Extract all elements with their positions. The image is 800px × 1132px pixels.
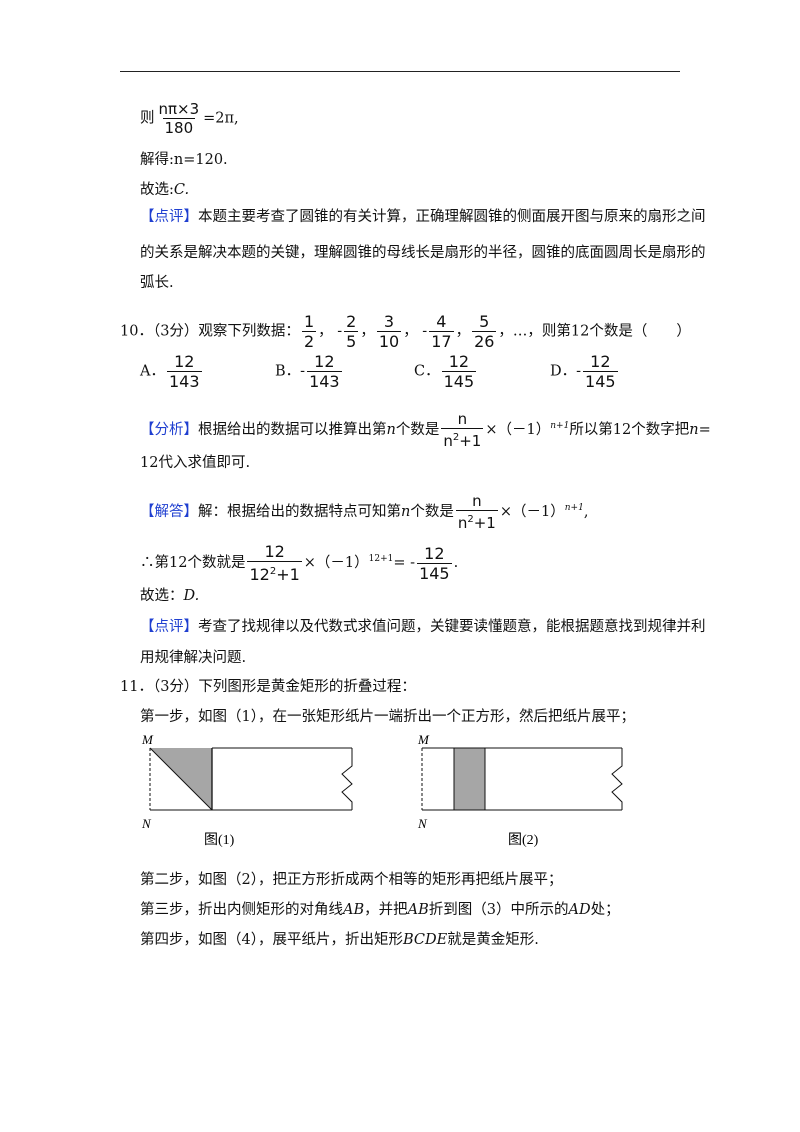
comment-line-9b: 的关系是解决本题的关键，理解圆锥的母线长是扇形的半径，圆锥的底面圆周长是扇形的 (140, 245, 706, 261)
figure-2: M N 图(2) (417, 732, 623, 848)
comment-line-9c: 弧长. (140, 275, 174, 291)
text-then: 则 (140, 110, 155, 127)
label-m: M (141, 732, 154, 747)
figure-1: M N 图(1) (141, 732, 353, 848)
label-m-2: M (417, 732, 430, 747)
choose-line-9: 故选:C. (140, 182, 190, 198)
label-n: N (141, 816, 152, 831)
step-4: 第四步，如图（4），展平纸片，折出矩形BCDE就是黄金矩形. (140, 932, 539, 948)
question-11-title: 11．（3分）下列图形是黄金矩形的折叠过程： (120, 679, 416, 695)
step-3: 第三步，折出内侧矩形的对角线AB，并把AB折到图（3）中所示的AD处； (140, 902, 620, 918)
label-n-2: N (417, 816, 428, 831)
step-1: 第一步，如图（1），在一张矩形纸片一端折出一个正方形，然后把纸片展平； (140, 709, 635, 725)
text-eq-2pi: =2π, (203, 110, 239, 127)
comment-line-10b: 用规律解决问题. (140, 650, 247, 666)
comment-line-10: 【点评】考查了找规律以及代数式求值问题，关键要读懂题意，能根据题意找到规律并利 (140, 619, 706, 635)
analysis-line-b: 12代入求值即可. (140, 455, 251, 471)
comment-tag-10: 【点评】 (140, 619, 198, 635)
header-rule (120, 71, 680, 72)
answer-c: C. (173, 182, 190, 198)
solve-line: 解得:n=120. (140, 152, 228, 168)
choose-line-10: 故选：D. (140, 588, 200, 604)
figure-2-label: 图(2) (508, 833, 539, 848)
analysis-tag: 【分析】 (140, 422, 198, 438)
step-2: 第二步，如图（2），把正方形折成两个相等的矩形再把纸片展平； (140, 872, 563, 888)
comment-line-9: 【点评】本题主要考查了圆锥的有关计算，正确理解圆锥的侧面展开图与原来的扇形之间 (140, 209, 706, 225)
figure-1-label: 图(1) (204, 833, 235, 848)
answer-d: D. (183, 588, 200, 604)
solution-tag: 【解答】 (140, 504, 198, 520)
half-rect-fill (453, 747, 486, 811)
comment-tag: 【点评】 (140, 209, 198, 225)
